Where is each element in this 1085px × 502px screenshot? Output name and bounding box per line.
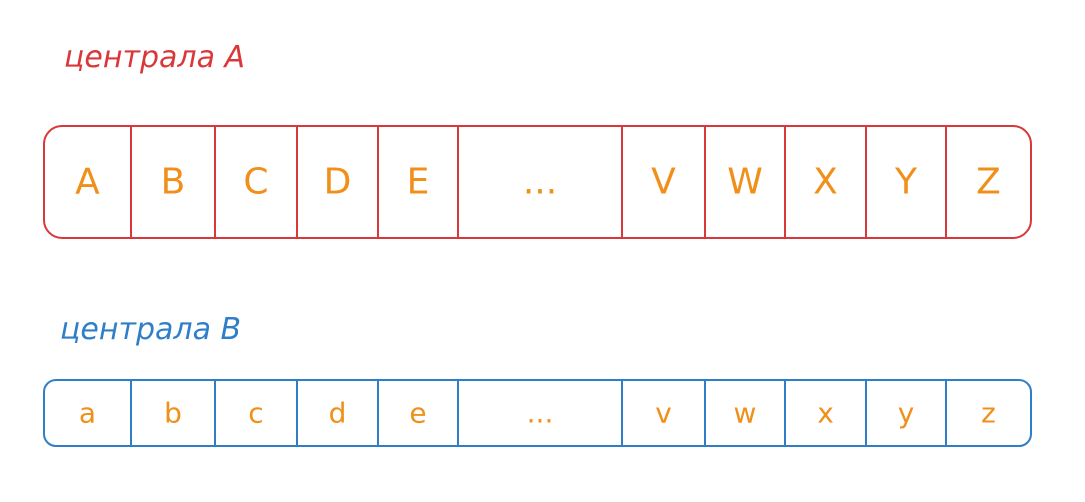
central-a-cell-label: C <box>243 162 268 203</box>
central-a-cell-label: D <box>324 162 352 203</box>
central-b-cell-label: d <box>329 397 347 430</box>
central-a-cell-label: E <box>407 162 430 203</box>
central-b-cell-label: y <box>898 397 915 430</box>
central-b-cell-label: a <box>79 397 96 430</box>
central-b-cell-label: x <box>817 397 834 430</box>
central-b-cell-label: b <box>164 397 182 430</box>
central-a-cell-label: X <box>813 162 838 203</box>
central-b-cell-label: e <box>409 397 426 430</box>
central-a-cell-label: ... <box>523 162 557 203</box>
central-b-cell-label: c <box>248 397 263 430</box>
central-a-cell-label: W <box>727 162 763 203</box>
central-a-label: централа A <box>64 40 246 75</box>
central-b-cell-label: w <box>734 397 757 430</box>
central-b-label: централа B <box>60 312 242 347</box>
central-a-cell-label: Z <box>976 162 1001 203</box>
central-b-row: a b c d e... v w x y z <box>43 379 1032 447</box>
central-a-row-border <box>43 125 1032 239</box>
central-a-cell-label: B <box>161 162 186 203</box>
central-b-cell-label: v <box>655 397 672 430</box>
central-b-cell-label: ... <box>527 397 554 430</box>
central-b-cell-label: z <box>981 397 996 430</box>
central-a-cell-label: V <box>651 162 676 203</box>
central-b-row-border <box>43 379 1032 447</box>
central-a-row: A B C D E... V W X Y Z <box>43 125 1032 239</box>
central-a-cell-label: Y <box>894 162 918 203</box>
central-a-cell-label: A <box>75 162 100 203</box>
